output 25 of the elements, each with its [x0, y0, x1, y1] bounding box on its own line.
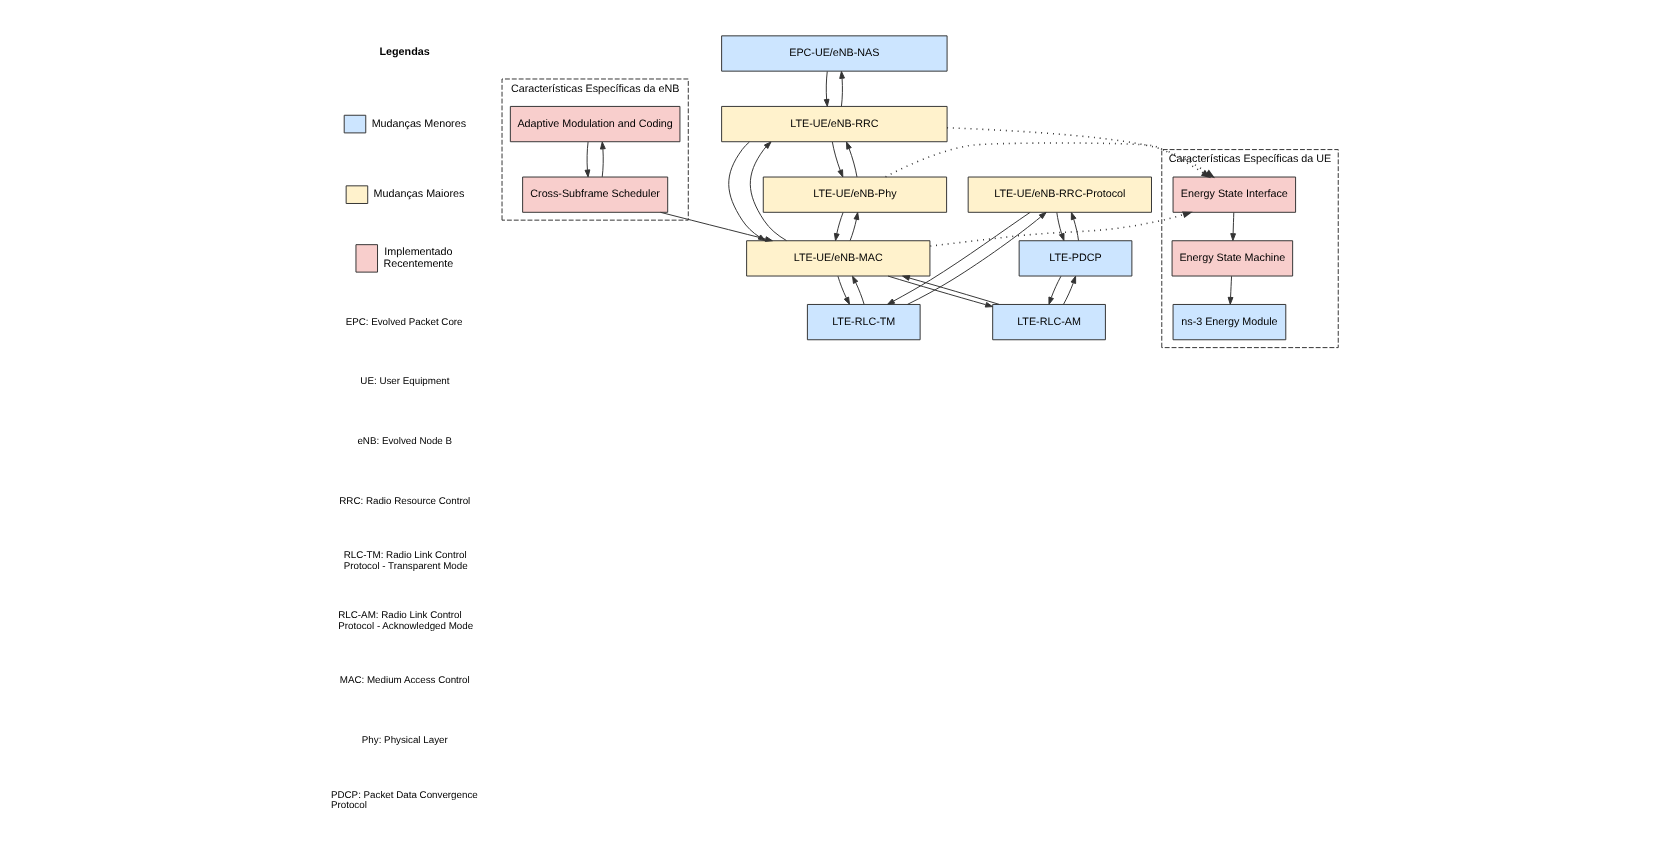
arrow [584, 141, 591, 178]
arrow [846, 141, 858, 178]
arrow [1056, 212, 1065, 242]
arrow [902, 275, 1000, 305]
arrow [823, 70, 830, 107]
arrow [600, 141, 606, 178]
arrow [852, 275, 865, 305]
arrow [839, 70, 845, 107]
arrow [906, 211, 1047, 305]
arrow [728, 141, 766, 242]
arrow [1048, 275, 1062, 305]
arrow [849, 212, 860, 242]
arrow [1227, 275, 1234, 305]
arrow [884, 142, 1212, 179]
arrow [749, 141, 787, 242]
arrow [1063, 275, 1077, 305]
arrow [1070, 212, 1079, 242]
arrow [929, 211, 1193, 247]
arrow [831, 141, 844, 178]
arrow [833, 212, 844, 242]
arrow [1230, 212, 1236, 242]
arrow [660, 211, 773, 242]
arrow [837, 275, 850, 305]
arrow [887, 211, 1031, 305]
arrow [887, 275, 993, 308]
